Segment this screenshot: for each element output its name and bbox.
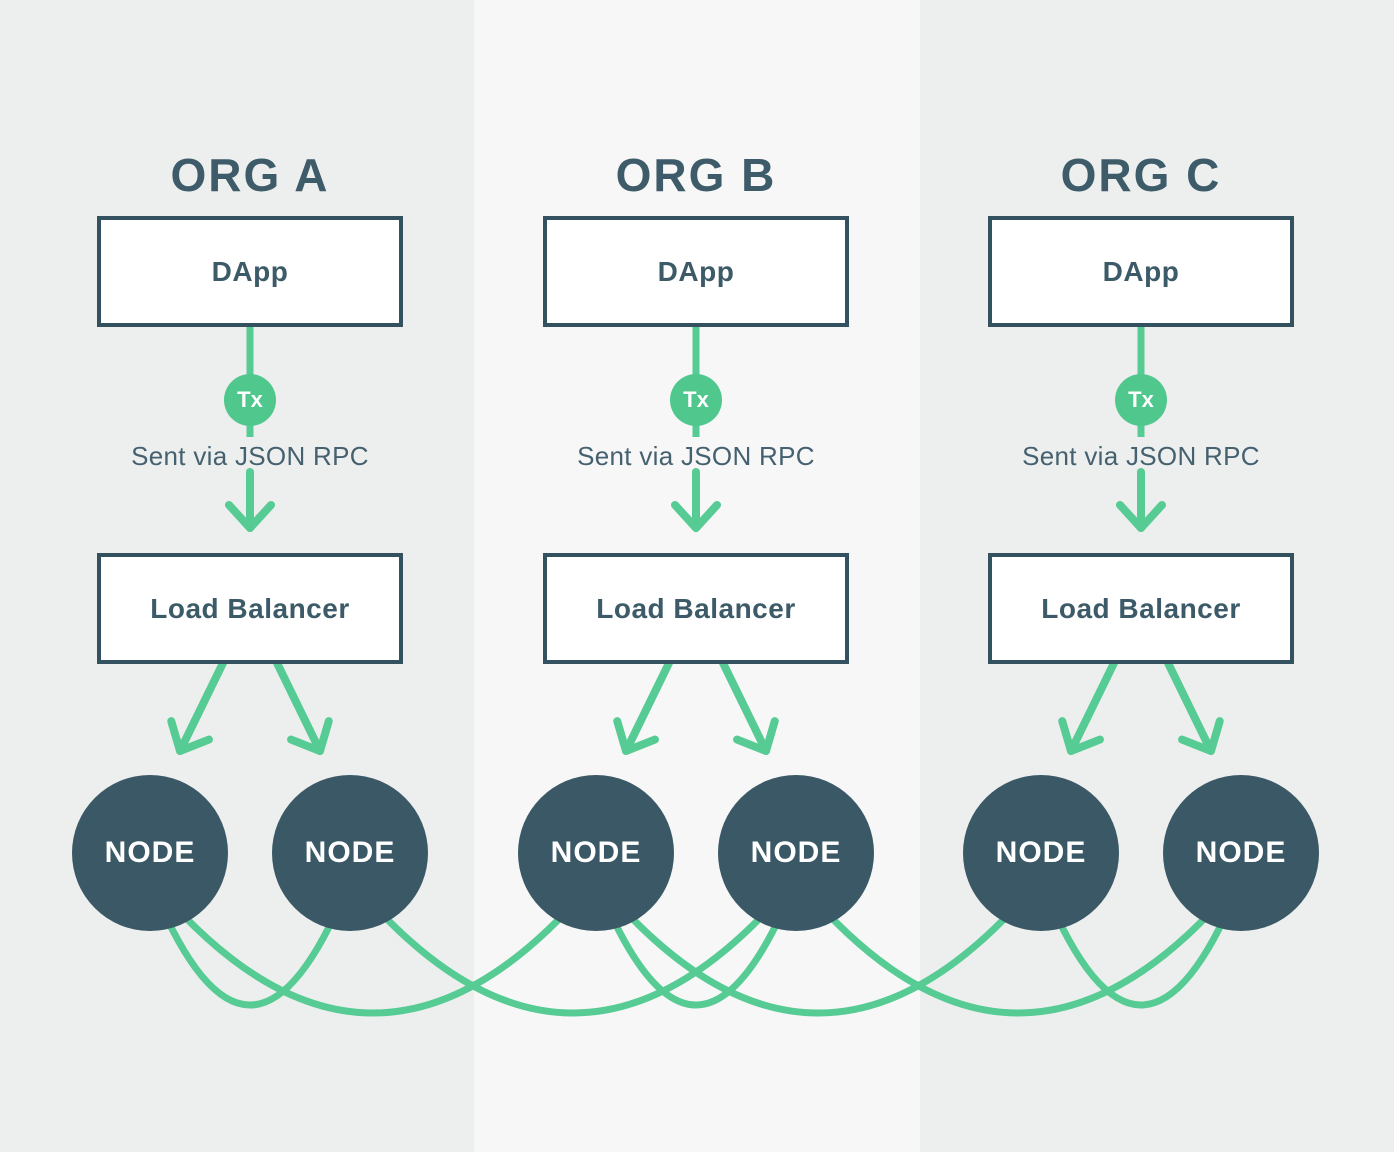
load-balancer-label: Load Balancer	[596, 592, 796, 624]
arc-node-a1-b1	[147, 875, 599, 1017]
dapp-box: DApp	[97, 216, 403, 327]
node-label: NODE	[304, 836, 396, 869]
node-circle: NODE	[1163, 775, 1319, 931]
load-balancer-box: Load Balancer	[543, 553, 849, 664]
arc-node-a1-a2	[146, 878, 354, 1009]
node-circle: NODE	[72, 775, 228, 931]
org-c-column: ORG C DApp Tx Sent via JSON RPC Load Bal…	[963, 0, 1319, 1152]
rpc-note: Sent via JSON RPC	[577, 441, 815, 471]
arrow-lb-to-node-c1	[1058, 659, 1118, 755]
tx-badge: Tx	[1115, 374, 1167, 426]
tx-badge-label: Tx	[1128, 387, 1154, 412]
tx-badge: Tx	[224, 374, 276, 426]
arc-node-c1-c2	[1037, 878, 1245, 1009]
load-balancer-label: Load Balancer	[1041, 592, 1241, 624]
org-title: ORG A	[170, 149, 330, 202]
tx-badge-label: Tx	[683, 387, 709, 412]
node-label: NODE	[550, 836, 642, 869]
rpc-note: Sent via JSON RPC	[131, 441, 369, 471]
tx-badge-label: Tx	[237, 387, 263, 412]
arc-node-b2-c2	[793, 875, 1244, 1017]
node-label: NODE	[750, 836, 842, 869]
dapp-label: DApp	[1102, 255, 1180, 287]
arc-node-b1-c1	[593, 875, 1044, 1017]
node-circle: NODE	[963, 775, 1119, 931]
load-balancer-box: Load Balancer	[97, 553, 403, 664]
node-label: NODE	[104, 836, 196, 869]
arrow-lb-to-node-a1	[167, 659, 227, 755]
org-b-column: ORG B DApp Tx Sent via JSON RPC Load Bal…	[518, 0, 874, 1152]
load-balancer-label: Load Balancer	[150, 592, 350, 624]
dapp-label: DApp	[657, 255, 735, 287]
node-label: NODE	[1195, 836, 1287, 869]
load-balancer-box: Load Balancer	[988, 553, 1294, 664]
arrow-lb-to-node-c2	[1164, 659, 1224, 755]
node-circle: NODE	[518, 775, 674, 931]
rpc-note: Sent via JSON RPC	[1022, 441, 1260, 471]
dapp-label: DApp	[211, 255, 289, 287]
org-title: ORG C	[1060, 149, 1222, 202]
node-circle: NODE	[718, 775, 874, 931]
arrow-lb-to-node-b2	[719, 659, 779, 755]
arrow-lb-to-node-a2	[273, 659, 333, 755]
arrow-lb-to-node-b1	[613, 659, 673, 755]
arc-node-b1-b2	[592, 878, 800, 1009]
dapp-box: DApp	[543, 216, 849, 327]
node-circle: NODE	[272, 775, 428, 931]
node-label: NODE	[995, 836, 1087, 869]
org-title: ORG B	[615, 149, 777, 202]
arc-node-a2-b2	[347, 875, 799, 1017]
org-a-column: ORG A DApp Tx Sent via JSON RPC Load Bal…	[72, 0, 428, 1152]
dapp-box: DApp	[988, 216, 1294, 327]
tx-badge: Tx	[670, 374, 722, 426]
